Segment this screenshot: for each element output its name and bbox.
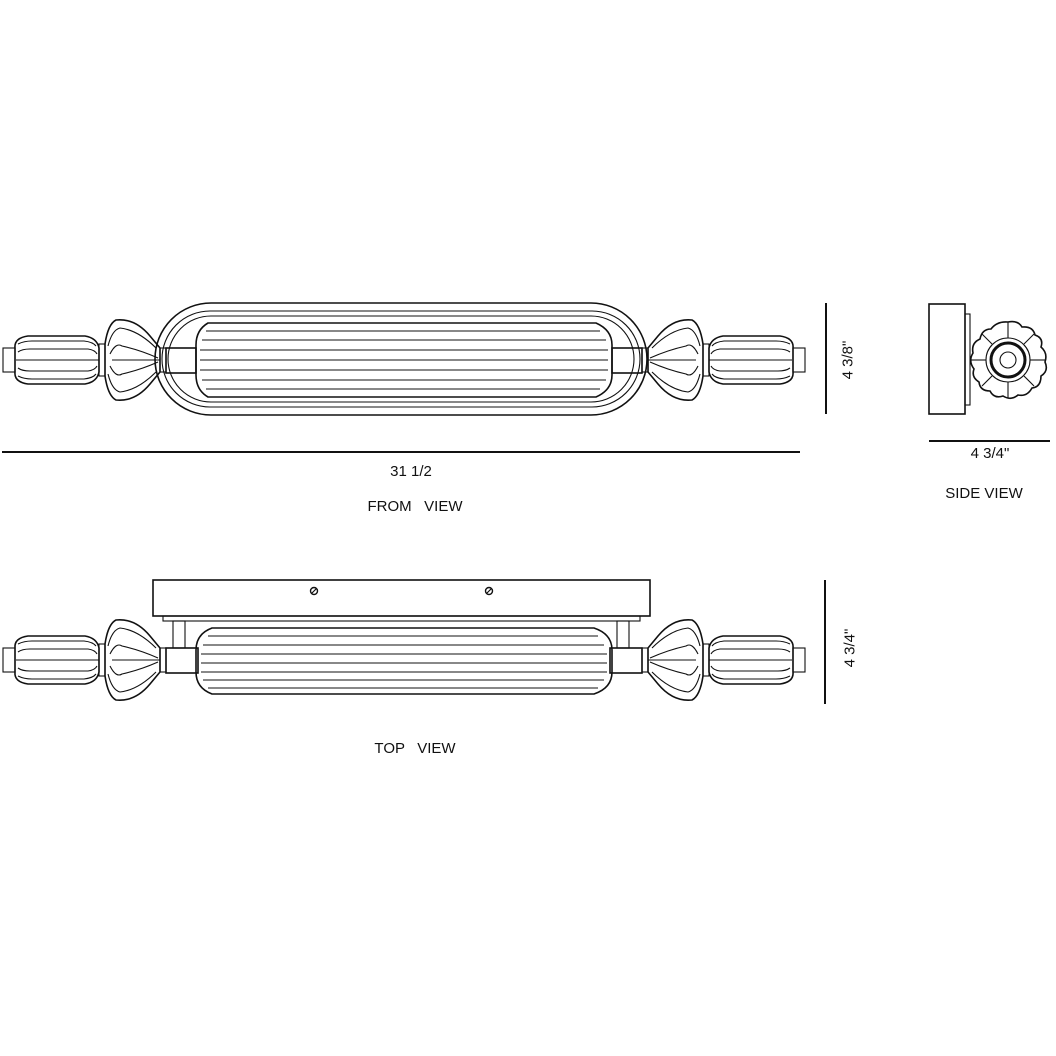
top-view: [2, 579, 826, 704]
front-view-caption: FROM VIEW: [367, 498, 463, 515]
screw-icon-left: [309, 586, 319, 596]
screw-icon-right: [484, 586, 494, 596]
front-height-dimension-label: 4 3/8": [839, 340, 857, 380]
side-depth-dimension-label: 4 3/4": [970, 445, 1010, 462]
top-view-caption: TOP VIEW: [374, 740, 456, 757]
top-depth-dimension-label: 4 3/4": [841, 628, 859, 668]
side-view: [928, 303, 1050, 442]
front-view: [2, 302, 827, 453]
side-view-caption: SIDE VIEW: [945, 485, 1023, 502]
front-width-dimension-label: 31 1/2: [390, 463, 432, 480]
